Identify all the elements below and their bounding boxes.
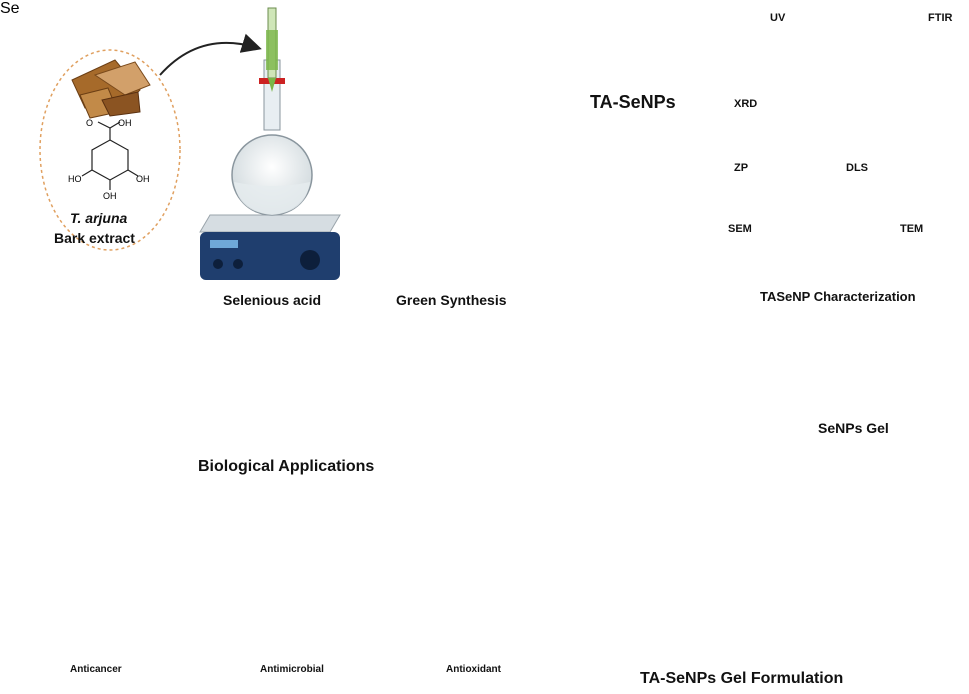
chem-oh-right-label: OH	[136, 174, 150, 184]
selenious-acid-label: Selenious acid	[223, 292, 322, 308]
anticancer-label: Anticancer	[70, 664, 122, 675]
senps-gel-label: SeNPs Gel	[818, 420, 889, 436]
bark-extract-label: Bark extract	[54, 230, 135, 246]
arjuna-label: T. arjuna	[70, 210, 128, 226]
green-synthesis-label: Green Synthesis	[396, 292, 507, 308]
antimicrobial-label: Antimicrobial	[260, 664, 324, 675]
bio-applications-title: Biological Applications	[198, 458, 375, 475]
edax-label: EDAX	[812, 226, 843, 238]
antioxidant-label: Antioxidant	[446, 664, 501, 675]
chem-o-label: O	[86, 118, 93, 128]
chem-ho-label: HO	[68, 174, 82, 184]
zp-label: ZP	[734, 162, 749, 174]
bark-pieces-icon	[71, 59, 151, 119]
sem-label: SEM	[728, 223, 752, 235]
bark-extract-circle	[39, 49, 181, 251]
dls-label: DLS	[846, 162, 868, 174]
gallic-acid-structure	[81, 121, 139, 190]
ftir-label: FTIR	[928, 12, 953, 24]
ros-label: ROS	[420, 519, 442, 530]
arrow-bark-to-flask	[159, 33, 262, 76]
burette-icon	[266, 7, 278, 92]
se-atom-label: Se	[0, 0, 20, 17]
stirrer-1	[199, 214, 341, 280]
uv-label: UV	[770, 12, 786, 24]
se-atom-icon: Se	[0, 0, 952, 687]
xrd-label: XRD	[734, 98, 758, 110]
arrow-flask-to-molecule: Se	[0, 0, 952, 687]
chem-oh-top-label: OH	[118, 118, 132, 128]
chem-oh-bottom-label: OH	[103, 191, 117, 201]
gel-formulation-label: TA-SeNPs Gel Formulation	[640, 670, 844, 687]
arrow-flask-to-flask: Se	[0, 0, 952, 687]
characterization-label: TASeNP Characterization	[760, 289, 916, 304]
tem-label: TEM	[900, 223, 924, 235]
bark-extract-group: O OH HO OH OH	[39, 49, 181, 251]
ta-senps-label: TA-SeNPs	[590, 92, 676, 112]
